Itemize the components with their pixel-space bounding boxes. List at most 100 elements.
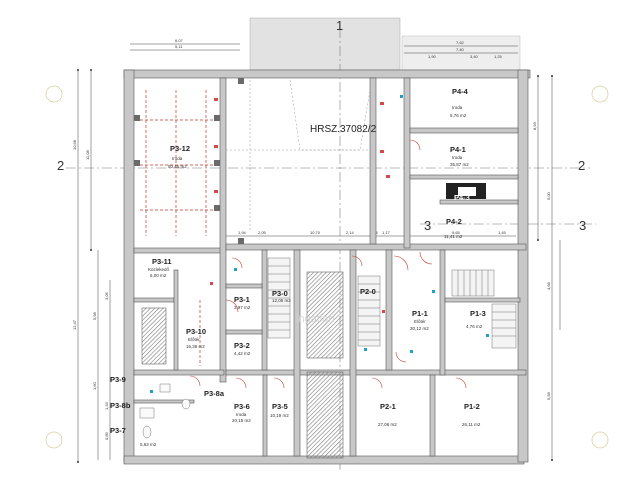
room-area: 10,19 m2: [270, 413, 289, 418]
room-id: P4-2: [446, 217, 462, 226]
room-P1-2: P1-2 26,11 m2: [462, 402, 481, 427]
room-P3-6: P3-6 Iroda 20,15 m2: [232, 402, 251, 423]
room-P1-3: P1-3 4,76 m2: [466, 309, 486, 329]
dim-left: 12,47: [72, 319, 77, 330]
room-id: P3-10: [186, 327, 206, 336]
neighbor-building-strip: [249, 17, 401, 71]
room-area: 6,00 m2: [150, 273, 167, 278]
dim-left: 3,05: [104, 291, 109, 300]
room-area: 12,05 m2: [272, 298, 291, 303]
section-marker-2-right: 2: [578, 158, 585, 173]
room-P2-1: P2-1 27,06 m2: [378, 402, 397, 427]
dim-top: 7,40: [456, 47, 465, 52]
room-id: P1-2: [464, 402, 480, 411]
dim-right: 8,93: [532, 121, 537, 130]
section-marker-1: 1: [336, 18, 343, 33]
dim-corridor: 9,65: [452, 230, 461, 235]
room-id: P3-6: [234, 402, 250, 411]
dim-top: 7,62: [456, 40, 465, 45]
dim-top: 5,11: [175, 44, 183, 49]
room-P3-11: P3-11 Közlekedő 6,00 m2: [148, 257, 172, 278]
room-name: Iroda: [452, 105, 463, 110]
room-name: Iroda: [172, 156, 183, 161]
room-id: P3-8b: [110, 401, 131, 410]
dim-left: 1,60: [92, 381, 97, 390]
room-area: 26,11 m2: [462, 422, 481, 427]
room-area: 16,36 m2: [186, 344, 205, 349]
room-id: P4-1: [450, 145, 466, 154]
room-id: P3-0: [272, 289, 288, 298]
section-marker-3-right: 3: [579, 218, 586, 233]
room-P4-1: P4-1 Iroda 35,87 m2: [450, 145, 469, 167]
room-id: P4-4: [452, 87, 469, 96]
dim-left: 5,98: [92, 311, 97, 320]
room-area: 5,76 m2: [450, 113, 467, 118]
room-id: P2-0: [360, 287, 376, 296]
room-id: P3-11: [152, 257, 172, 266]
room-name: Közlekedő: [148, 267, 170, 272]
dim-top: 1,90: [428, 54, 437, 59]
room-P3-0: P3-0 12,05 m2: [272, 289, 291, 303]
room-id: P3-9: [110, 375, 126, 384]
dim-right: 5,58: [546, 391, 551, 400]
dim-top: 1,25: [494, 54, 503, 59]
light-shaft: [141, 307, 167, 365]
room-P2-0: P2-0: [360, 287, 376, 296]
room-id: P4-3: [454, 193, 470, 202]
walls: [123, 69, 531, 465]
room-id: P2-1: [380, 402, 396, 411]
dim-corridor: 2,05: [258, 230, 267, 235]
section-marker-3-left: 3: [424, 218, 431, 233]
dim-top: 6,07: [175, 38, 184, 43]
section-marker-2-left: 2: [57, 158, 64, 173]
room-P3-7: P3-7 5,63 m2: [110, 426, 157, 447]
watermark: ingatlan: [296, 313, 335, 325]
room-area: 11,41 m2: [444, 234, 463, 239]
room-name: Előtér: [188, 337, 200, 342]
dim-corridor: 2,14: [346, 230, 355, 235]
room-name: Előtér: [414, 319, 426, 324]
room-P3-8a: P3-8a: [204, 389, 225, 398]
room-P4-4: P4-4 Iroda 5,76 m2: [450, 87, 469, 118]
room-area: 27,06 m2: [378, 422, 397, 427]
dim-left: 1,33: [104, 401, 109, 410]
dim-right: 5,00: [546, 191, 551, 200]
room-area: 3,97 m2: [234, 305, 251, 310]
dim-corridor: 1,45: [498, 230, 507, 235]
dim-left: 11,08: [85, 150, 90, 160]
room-id: P1-3: [470, 309, 486, 318]
room-area: 30,12 m2: [410, 326, 429, 331]
room-name: Iroda: [236, 412, 247, 417]
room-area: 5,63 m2: [140, 442, 157, 447]
room-area: 4,76 m2: [466, 324, 483, 329]
room-P4-2: P4-2 11,41 m2: [444, 217, 463, 239]
room-P3-1: P3-1 3,97 m2: [234, 295, 251, 310]
room-id: P3-8a: [204, 389, 225, 398]
staircase: [267, 257, 517, 349]
dim-corridor: 10,70: [310, 230, 321, 235]
room-area: 4,42 m2: [234, 351, 251, 356]
dim-left: 10,98: [72, 139, 77, 150]
room-P1-1: P1-1 Előtér 30,12 m2: [410, 309, 429, 331]
room-P4-3: P4-3: [454, 193, 470, 202]
room-id: P1-1: [412, 309, 428, 318]
room-P3-8b: P3-8b: [110, 401, 131, 410]
light-shaft: [306, 371, 344, 459]
room-id: P3-1: [234, 295, 250, 304]
dim-left: 0,89: [104, 431, 109, 440]
room-P3-2: P3-2 4,42 m2: [234, 341, 251, 356]
light-shaft: [306, 271, 344, 359]
room-P3-5: P3-5 10,19 m2: [270, 402, 289, 418]
room-area: 20,15 m2: [232, 418, 251, 423]
room-P3-9: P3-9: [110, 375, 126, 384]
room-P3-10: P3-10 Előtér 16,36 m2: [186, 327, 206, 349]
dim-right: 4,68: [546, 281, 551, 290]
dim-top: 3,40: [470, 54, 479, 59]
room-name: Iroda: [452, 155, 463, 160]
room-area: 50,45 m2: [168, 164, 187, 169]
parcel-label: HRSZ.37082/2: [310, 124, 377, 135]
room-id: P3-5: [272, 402, 288, 411]
room-area: 35,87 m2: [450, 162, 469, 167]
dim-corridor: 1,17: [382, 230, 391, 235]
